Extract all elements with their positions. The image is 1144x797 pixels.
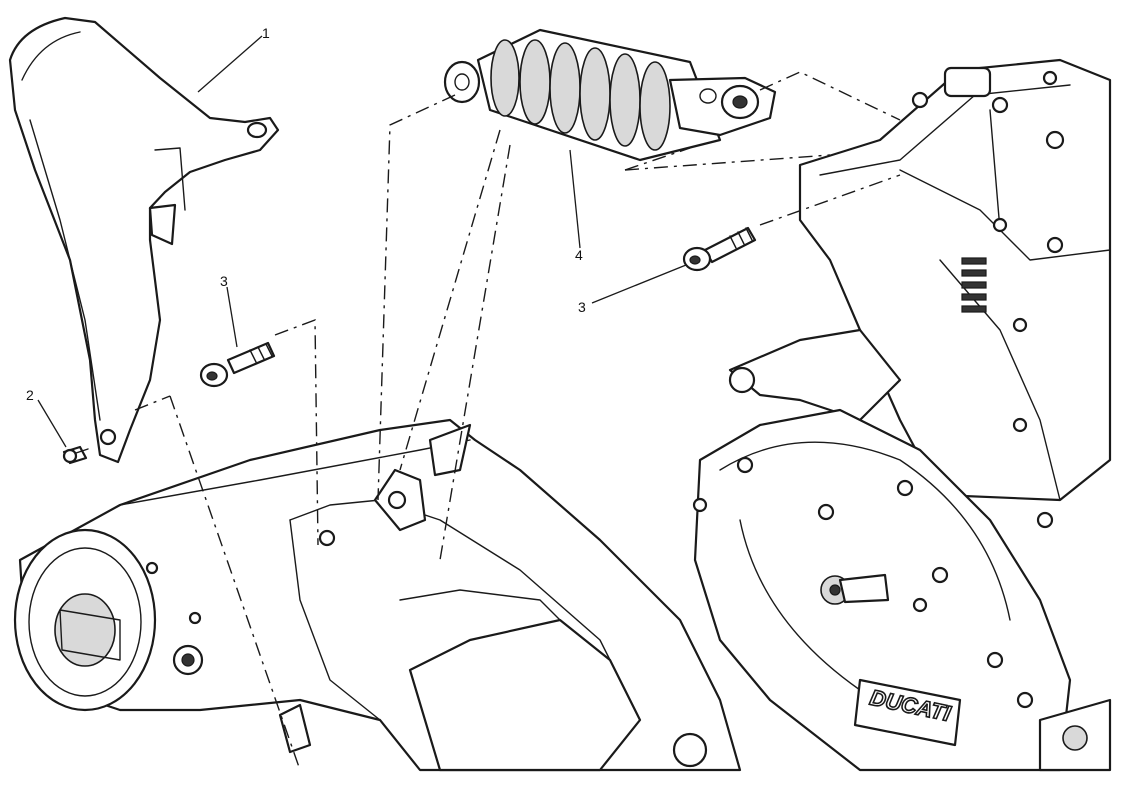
assembly-guide-lines (134, 71, 901, 771)
callout-1: 1 (262, 25, 270, 41)
part-1-rear-hugger (8, 16, 280, 464)
callout-3-right: 3 (578, 299, 586, 315)
cooling-fins (961, 257, 987, 313)
callout-3-left: 3 (220, 273, 228, 289)
callout-2: 2 (26, 387, 34, 403)
callout-labels: 1 2 3 3 4 (26, 25, 586, 403)
part-3-bolt-left (199, 341, 276, 388)
callout-leaders (37, 35, 687, 448)
part-2-screw (62, 445, 89, 465)
part-3-bolt-right (682, 226, 757, 272)
callout-4: 4 (575, 247, 583, 263)
swingarm-frame (13, 418, 742, 772)
engine-assembly: DUCATI (692, 58, 1112, 772)
part-4-shock-absorber (443, 28, 777, 162)
